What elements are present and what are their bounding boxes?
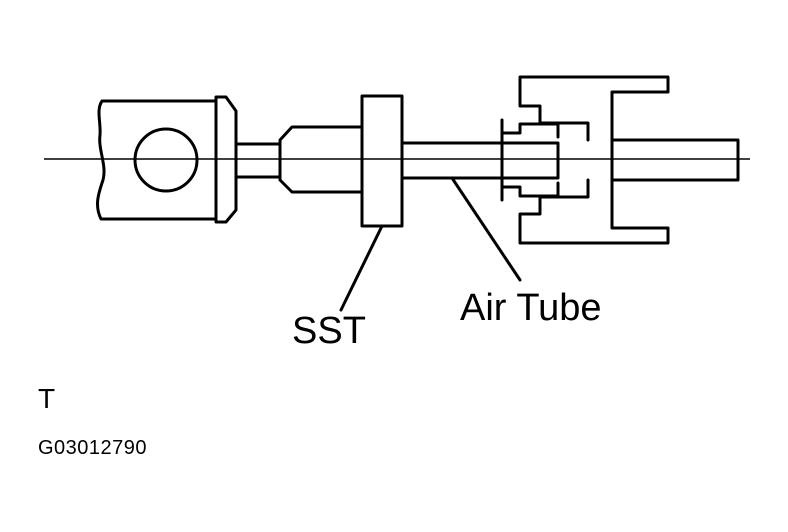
sst-label: SST [292, 310, 366, 352]
air-tube-label: Air Tube [460, 287, 602, 329]
connector-shaft [234, 142, 283, 179]
sst-tool [360, 94, 404, 228]
air-tube-leader-line [450, 176, 522, 282]
coupling-clip-inner [500, 118, 560, 202]
view-letter-label: T [38, 383, 56, 414]
right-pipe [610, 138, 740, 182]
sst-leader-line [339, 224, 384, 312]
housing-bore-circle [133, 127, 199, 193]
air-tube [402, 141, 560, 180]
coupling-bracket-outer [518, 75, 670, 245]
figure-id-label: G03012790 [38, 437, 148, 459]
